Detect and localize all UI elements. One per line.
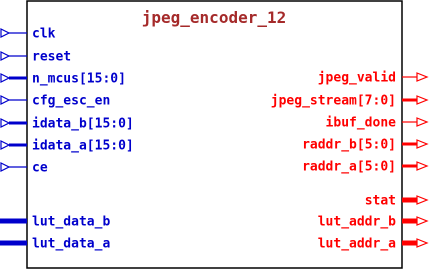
output-label: stat	[365, 194, 396, 209]
output-port-4: raddr_a[5:0]	[302, 160, 429, 175]
input-arrow	[0, 118, 11, 128]
input-port-8: lut_data_a	[0, 237, 110, 252]
input-port-7: lut_data_b	[0, 215, 110, 230]
output-arrow	[416, 95, 429, 105]
input-label: lut_data_a	[32, 237, 110, 252]
block-outline	[26, 0, 403, 269]
output-label: jpeg_valid	[318, 71, 396, 86]
output-arrow	[416, 238, 429, 248]
input-port-4: idata_b[15:0]	[0, 117, 134, 132]
input-label: cfg_esc_en	[32, 94, 110, 109]
input-port-2: n_mcus[15:0]	[0, 72, 126, 87]
input-port-0: clk	[0, 27, 56, 42]
output-arrow	[416, 216, 429, 226]
input-label: idata_a[15:0]	[32, 139, 134, 154]
input-arrow	[0, 73, 11, 83]
output-label: lut_addr_b	[318, 215, 396, 230]
output-label: raddr_a[5:0]	[302, 160, 396, 175]
output-arrow	[416, 72, 429, 82]
output-port-3: raddr_b[5:0]	[302, 138, 429, 153]
output-label: ibuf_done	[326, 116, 397, 131]
input-port-3: cfg_esc_en	[0, 94, 110, 109]
input-port-5: idata_a[15:0]	[0, 139, 134, 154]
input-ports: clk reset n_mcus[15:0] cfg_esc_en idata_b[15…	[0, 27, 134, 252]
output-label: raddr_b[5:0]	[302, 138, 396, 153]
input-label: ce	[32, 161, 48, 176]
input-arrow	[0, 162, 11, 172]
output-arrow	[416, 139, 429, 149]
input-arrow	[0, 140, 11, 150]
output-arrow	[416, 195, 429, 205]
input-arrow	[0, 51, 11, 61]
output-port-1: jpeg_stream[7:0]	[271, 94, 429, 109]
input-label: reset	[32, 50, 71, 65]
input-label: lut_data_b	[32, 215, 110, 230]
output-label: jpeg_stream[7:0]	[271, 94, 396, 109]
output-ports: jpeg_valid jpeg_stream[7:0] ibuf_doneraddr…	[271, 71, 429, 252]
block-title: jpeg_encoder_12	[142, 8, 287, 27]
input-label: idata_b[15:0]	[32, 117, 134, 132]
output-port-7: lut_addr_a	[318, 237, 429, 252]
input-port-1: reset	[0, 50, 71, 65]
output-arrow	[416, 161, 429, 171]
input-port-6: ce	[0, 161, 48, 176]
output-port-5: stat	[365, 194, 429, 209]
input-label: clk	[32, 27, 56, 42]
input-arrow	[0, 28, 11, 38]
output-label: lut_addr_a	[318, 237, 396, 252]
output-port-0: jpeg_valid	[318, 71, 429, 86]
input-arrow	[0, 95, 11, 105]
input-label: n_mcus[15:0]	[32, 72, 126, 87]
output-arrow	[416, 117, 429, 127]
output-port-6: lut_addr_b	[318, 215, 429, 230]
output-port-2: ibuf_done	[326, 116, 429, 131]
